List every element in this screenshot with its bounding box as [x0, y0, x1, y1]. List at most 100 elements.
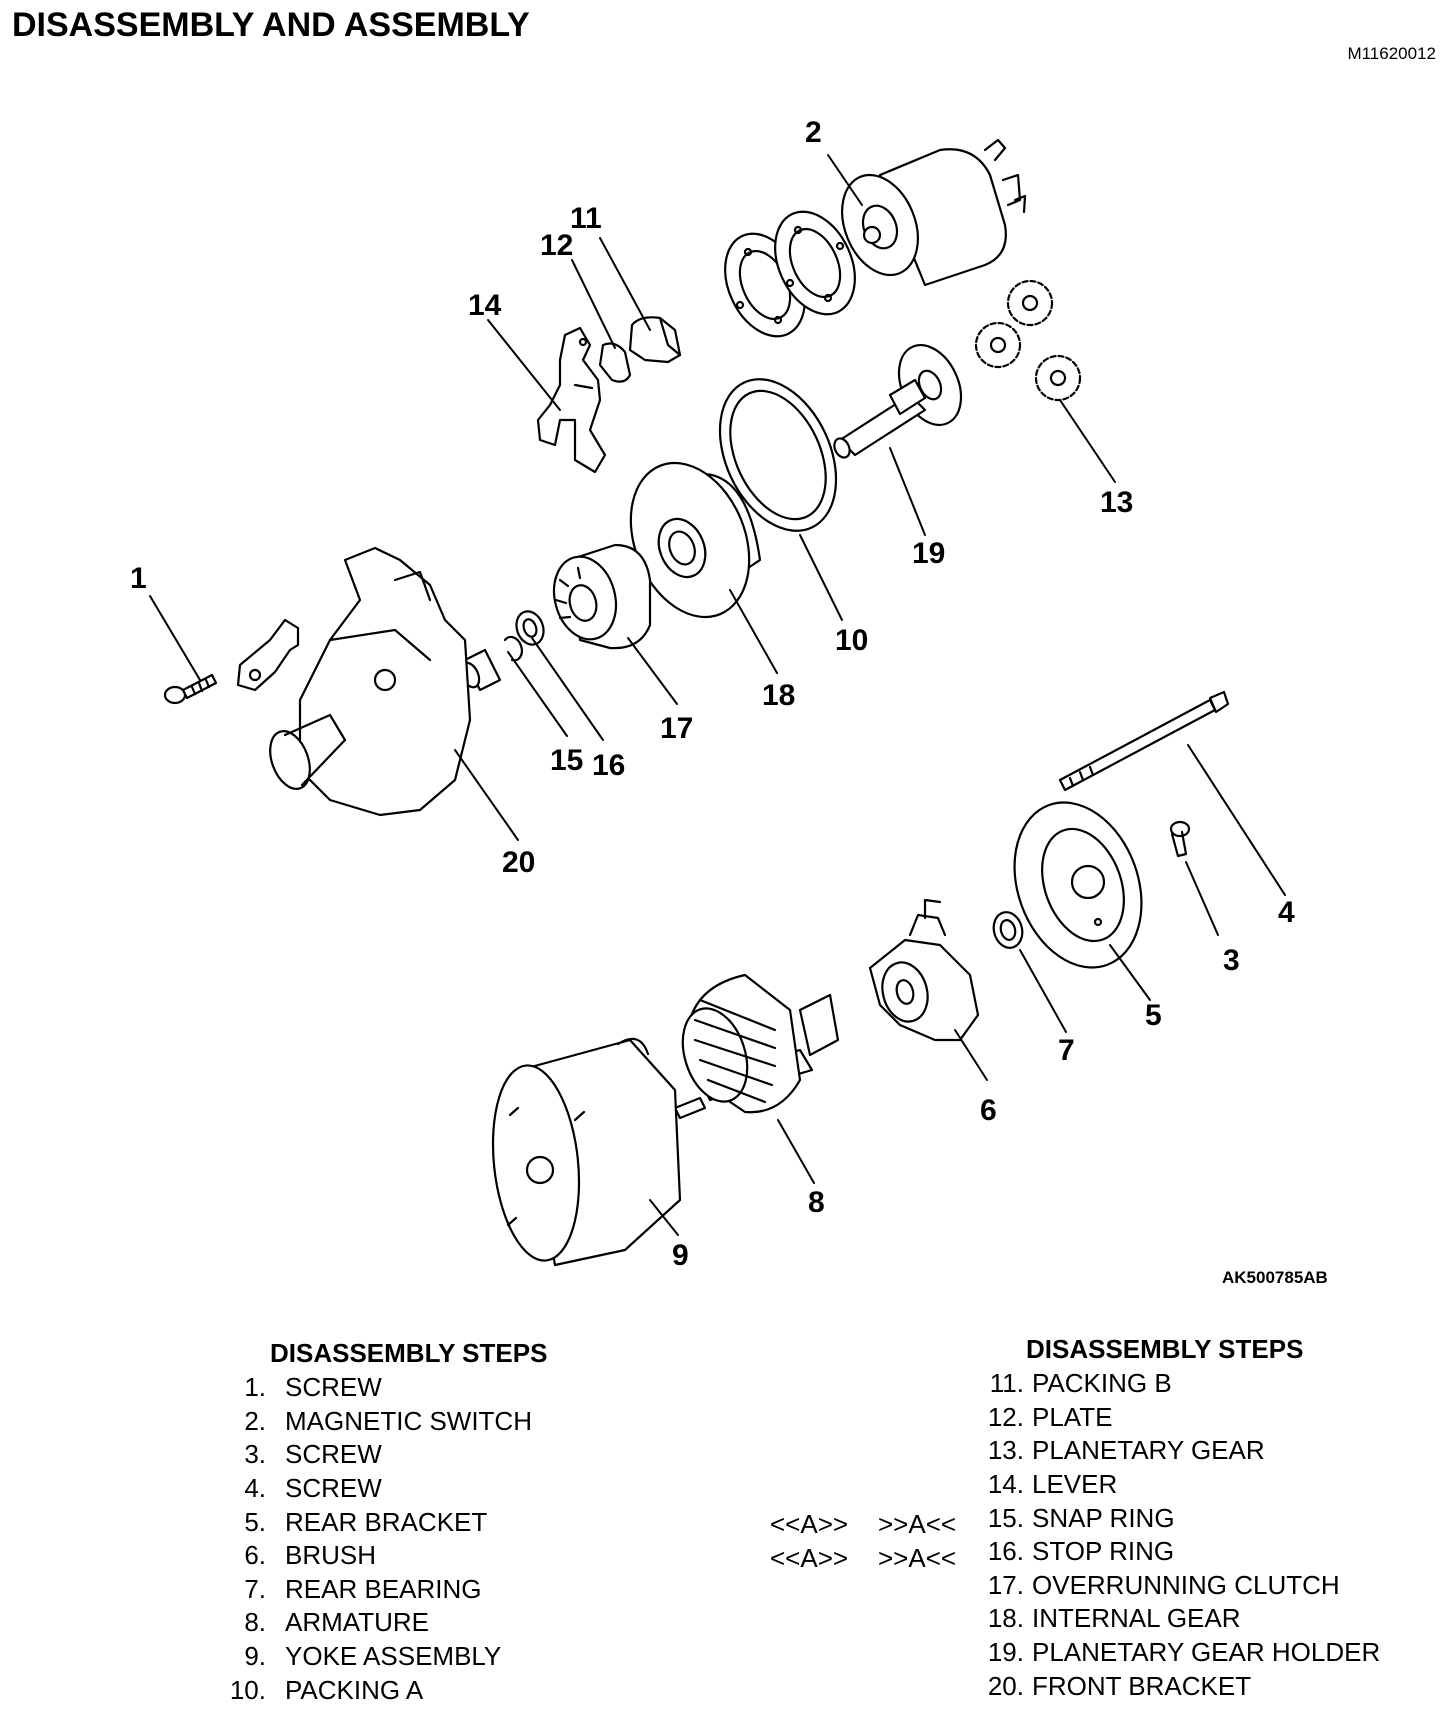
leader-14 — [487, 319, 561, 411]
step-number: 3. — [244, 1439, 266, 1470]
step-number: 17. — [987, 1569, 1024, 1600]
step-number: 16. — [987, 1536, 1024, 1567]
leader-4 — [1187, 744, 1286, 896]
step-label: SNAP RING — [1032, 1502, 1175, 1533]
brush-part — [868, 898, 980, 1042]
removal-marker-15: <<A>> — [770, 1509, 849, 1539]
figure-code: AK500785AB — [1222, 1268, 1328, 1287]
leader-19 — [889, 447, 926, 536]
step-number: 15. — [987, 1502, 1024, 1533]
step-number: 8. — [244, 1607, 266, 1638]
callout-14: 14 — [468, 289, 502, 322]
step-number: 18. — [987, 1603, 1024, 1634]
planetary-gear-holder-part — [833, 344, 963, 459]
front-bracket-part — [269, 546, 472, 817]
callout-8: 8 — [808, 1186, 825, 1219]
callout-19: 19 — [912, 537, 945, 570]
step-number: 1. — [244, 1372, 266, 1403]
step-label: PLATE — [1032, 1401, 1113, 1432]
callout-1: 1 — [130, 562, 147, 595]
leader-lines — [149, 154, 1286, 1236]
rear-bracket-part — [1013, 801, 1143, 969]
step-label: PLANETARY GEAR HOLDER — [1032, 1637, 1381, 1668]
rear-bearing-part — [992, 911, 1024, 949]
callout-7: 7 — [1058, 1034, 1075, 1067]
leader-2 — [827, 154, 863, 206]
leader-9 — [649, 1199, 679, 1236]
leader-1 — [149, 595, 201, 681]
step-row: 14.LEVER — [976, 1468, 1380, 1502]
step-label: PLANETARY GEAR — [1032, 1435, 1265, 1466]
step-label: MAGNETIC SWITCH — [285, 1405, 532, 1436]
step-number: 19. — [987, 1637, 1024, 1668]
step-number: 4. — [244, 1473, 266, 1504]
stop-ring-part — [515, 610, 545, 646]
step-row: 12. PLATE — [976, 1401, 1380, 1435]
step-row: 8.ARMATURE — [218, 1606, 547, 1640]
callout-11: 11 — [570, 202, 602, 235]
step-row: 10.PACKING A — [218, 1673, 547, 1707]
leader-16 — [531, 637, 604, 741]
step-number: 13. — [987, 1435, 1024, 1466]
leader-20 — [454, 749, 519, 841]
callout-15: 15 — [550, 744, 583, 777]
install-marker-15: >>A<< — [878, 1509, 957, 1539]
leader-15 — [507, 651, 568, 737]
leader-5 — [1109, 944, 1151, 1001]
step-row: 6.BRUSH — [218, 1539, 547, 1573]
step-number: 7. — [244, 1573, 266, 1604]
snap-ring-part — [503, 635, 523, 662]
screw-1-part — [163, 673, 218, 705]
callout-16: 16 — [592, 749, 625, 782]
leader-18 — [729, 589, 778, 674]
step-row: 15. SNAP RING — [976, 1501, 1380, 1535]
leader-11 — [599, 237, 651, 331]
step-number: 9. — [244, 1641, 266, 1672]
magnetic-switch-part — [841, 138, 1027, 287]
step-row: 16.STOP RING — [976, 1535, 1380, 1569]
disassembly-steps-left: DISASSEMBLY STEPS 1.SCREW 2.MAGNETIC SWI… — [218, 1338, 548, 1707]
callout-18: 18 — [762, 679, 795, 712]
exploded-view-diagram: 1 2 3 4 5 6 7 8 9 10 11 12 13 14 15 16 1… — [130, 116, 1295, 1272]
callout-2: 2 — [805, 116, 822, 149]
packing-a-part — [718, 378, 838, 532]
step-label: SCREW — [285, 1439, 382, 1470]
document-code: M11620012 — [1347, 44, 1436, 63]
callout-5: 5 — [1145, 999, 1162, 1032]
step-number: 5. — [244, 1506, 266, 1537]
packing-b-part — [628, 316, 682, 364]
screw-4-part — [1058, 690, 1230, 792]
step-label: FRONT BRACKET — [1032, 1670, 1252, 1701]
removal-marker-16: <<A>> — [770, 1543, 849, 1573]
callout-6: 6 — [980, 1094, 997, 1127]
step-row: 9.YOKE ASSEMBLY — [218, 1640, 547, 1674]
steps-heading-right: DISASSEMBLY STEPS — [1026, 1334, 1304, 1364]
step-number: 20. — [987, 1670, 1024, 1701]
step-row: 17.OVERRUNNING CLUTCH — [976, 1569, 1380, 1603]
step-row: 4. SCREW — [218, 1472, 547, 1506]
callout-17: 17 — [660, 712, 693, 745]
step-number: 12. — [987, 1401, 1024, 1432]
callout-3: 3 — [1223, 944, 1240, 977]
step-row: 20. FRONT BRACKET — [976, 1669, 1380, 1703]
step-label: SCREW — [285, 1473, 382, 1504]
bracket-clip-part — [236, 618, 300, 692]
screw-3-part — [1169, 820, 1191, 858]
callout-12: 12 — [540, 229, 573, 262]
planetary-gears-part — [974, 279, 1082, 402]
overrunning-clutch-part — [552, 543, 652, 650]
leader-8 — [777, 1119, 815, 1184]
step-number: 10. — [229, 1674, 266, 1705]
step-label: SCREW — [285, 1372, 382, 1403]
yoke-assembly-part — [491, 1037, 682, 1267]
callout-20: 20 — [502, 846, 535, 879]
step-row: 1. SCREW — [218, 1371, 547, 1405]
step-label: INTERNAL GEAR — [1032, 1603, 1241, 1634]
plate-part — [598, 342, 632, 383]
step-row: 13. PLANETARY GEAR — [976, 1434, 1380, 1468]
step-label: REAR BEARING — [285, 1573, 482, 1604]
leader-6 — [954, 1029, 988, 1081]
switch-gasket-inner — [774, 210, 856, 316]
leader-7 — [1019, 949, 1067, 1033]
install-marker-16: >>A<< — [878, 1543, 957, 1573]
